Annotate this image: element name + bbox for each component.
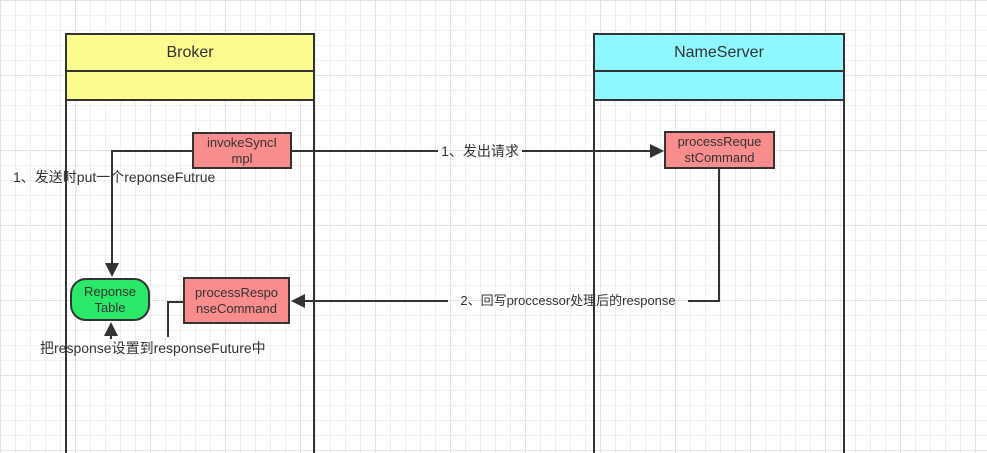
arrowhead-send-request: [650, 144, 664, 158]
lifeline-nameserver-subheader: [593, 70, 845, 101]
line-response-to-note: [167, 301, 183, 337]
lifeline-nameserver-body: [593, 101, 845, 453]
arrowhead-write-back: [291, 294, 305, 308]
node-response-table: Reponse Table: [70, 278, 150, 321]
arrowhead-put-future: [105, 263, 119, 277]
note-put-response-future: 1、发送时put一个reponseFutrue: [13, 169, 216, 185]
arrowhead-set-response: [104, 322, 118, 336]
lifeline-broker-subheader: [65, 70, 315, 101]
arrow-write-back-right-segment: [688, 169, 720, 302]
note-set-response-to-future: 把response设置到responseFuture中: [40, 340, 266, 356]
lifeline-broker-body: [65, 101, 315, 453]
lifeline-nameserver-title: NameServer: [674, 43, 764, 61]
message-label-write-back-response: 2、回写proccessor处理后的response: [460, 293, 676, 308]
lifeline-broker-header: Broker: [65, 33, 315, 72]
arrow-put-future-line: [111, 150, 192, 263]
lifeline-broker-title: Broker: [166, 43, 214, 61]
lifeline-nameserver-header: NameServer: [593, 33, 845, 72]
node-invoke-sync-impl: invokeSyncI mpl: [192, 132, 292, 169]
node-process-request-command: processReque stCommand: [664, 131, 775, 169]
node-process-response-command: processRespo nseCommand: [183, 277, 290, 324]
lifeline-broker: Broker: [65, 33, 315, 453]
message-label-send-request: 1、发出请求: [441, 143, 519, 159]
lifeline-nameserver: NameServer: [593, 33, 845, 453]
